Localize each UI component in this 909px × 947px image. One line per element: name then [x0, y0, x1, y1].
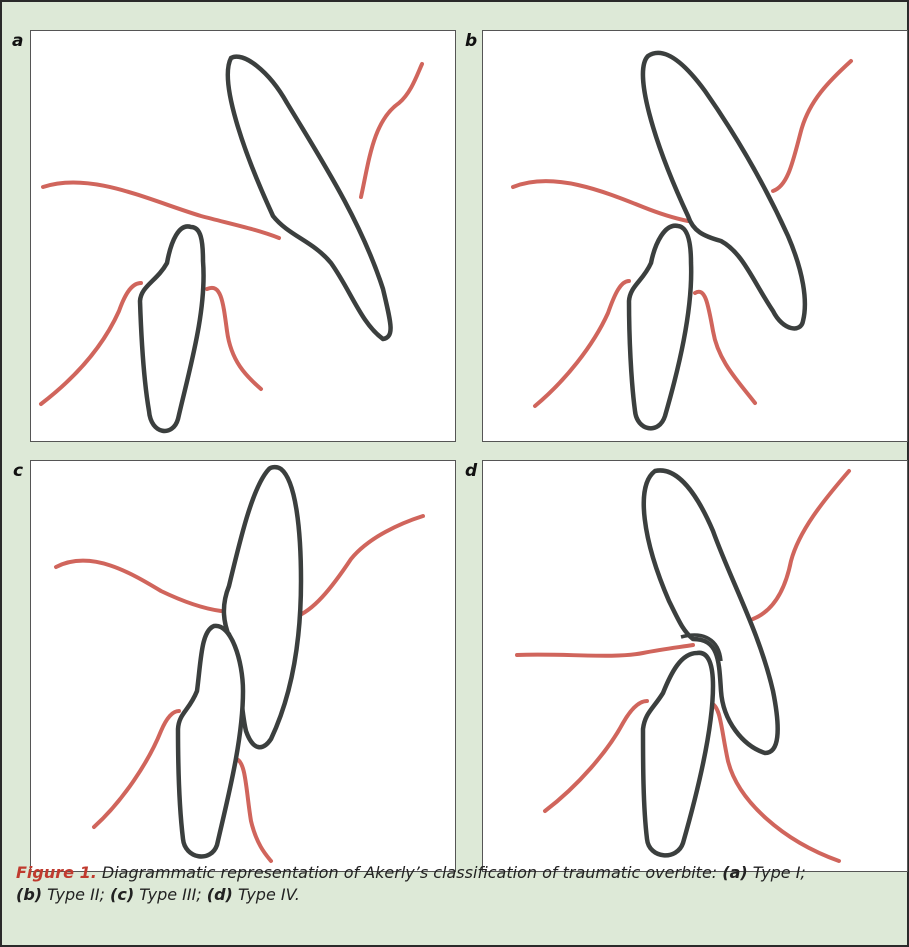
- upper-palatal-gingiva: [361, 64, 422, 197]
- caption-mark-c: (c): [110, 885, 134, 904]
- upper-gingiva: [43, 182, 279, 238]
- lower-incisor: [629, 226, 691, 429]
- panel-a-drawing: [31, 31, 455, 441]
- panel-label-b: b: [465, 31, 477, 51]
- caption-type-d: Type IV.: [233, 885, 300, 904]
- caption-mark-b: (b): [16, 885, 42, 904]
- panel-c-drawing: [31, 461, 455, 871]
- figure-caption: Figure 1. Diagrammatic representation of…: [16, 862, 896, 906]
- upper-gingiva: [517, 645, 693, 656]
- panel-c: c: [30, 460, 456, 872]
- caption-mark-a: (a): [722, 863, 747, 882]
- caption-text: Diagrammatic representation of Akerly’s …: [97, 863, 722, 882]
- upper-palatal-gingiva: [773, 61, 851, 191]
- upper-palatal-gingiva: [753, 471, 849, 619]
- upper-incisor: [228, 57, 391, 339]
- lower-labial-gingiva: [535, 281, 629, 406]
- lower-lingual-gingiva: [207, 288, 261, 389]
- lower-labial-gingiva: [41, 283, 141, 404]
- panel-d: d: [482, 460, 908, 872]
- panel-b-drawing: [483, 31, 907, 441]
- lower-incisor: [178, 626, 243, 857]
- lower-incisor: [643, 653, 713, 856]
- lower-lingual-gingiva: [695, 292, 755, 403]
- caption-mark-d: (d): [207, 885, 233, 904]
- lower-labial-gingiva: [545, 701, 647, 811]
- panel-b: b: [482, 30, 908, 442]
- panel-label-d: d: [465, 461, 477, 481]
- upper-palatal-gingiva: [295, 516, 423, 617]
- caption-type-b: Type II;: [42, 885, 110, 904]
- lower-lingual-gingiva: [236, 759, 271, 861]
- upper-gingiva: [56, 561, 221, 611]
- lower-incisor: [140, 226, 204, 431]
- caption-type-c: Type III;: [134, 885, 207, 904]
- panel-label-a: a: [12, 31, 23, 51]
- panel-label-c: c: [13, 461, 23, 481]
- panel-a: a: [30, 30, 456, 442]
- lower-labial-gingiva: [94, 711, 179, 827]
- upper-gingiva: [513, 181, 688, 221]
- caption-type-a: Type I;: [748, 863, 806, 882]
- caption-lead: Figure 1.: [16, 863, 97, 882]
- panel-d-drawing: [483, 461, 907, 871]
